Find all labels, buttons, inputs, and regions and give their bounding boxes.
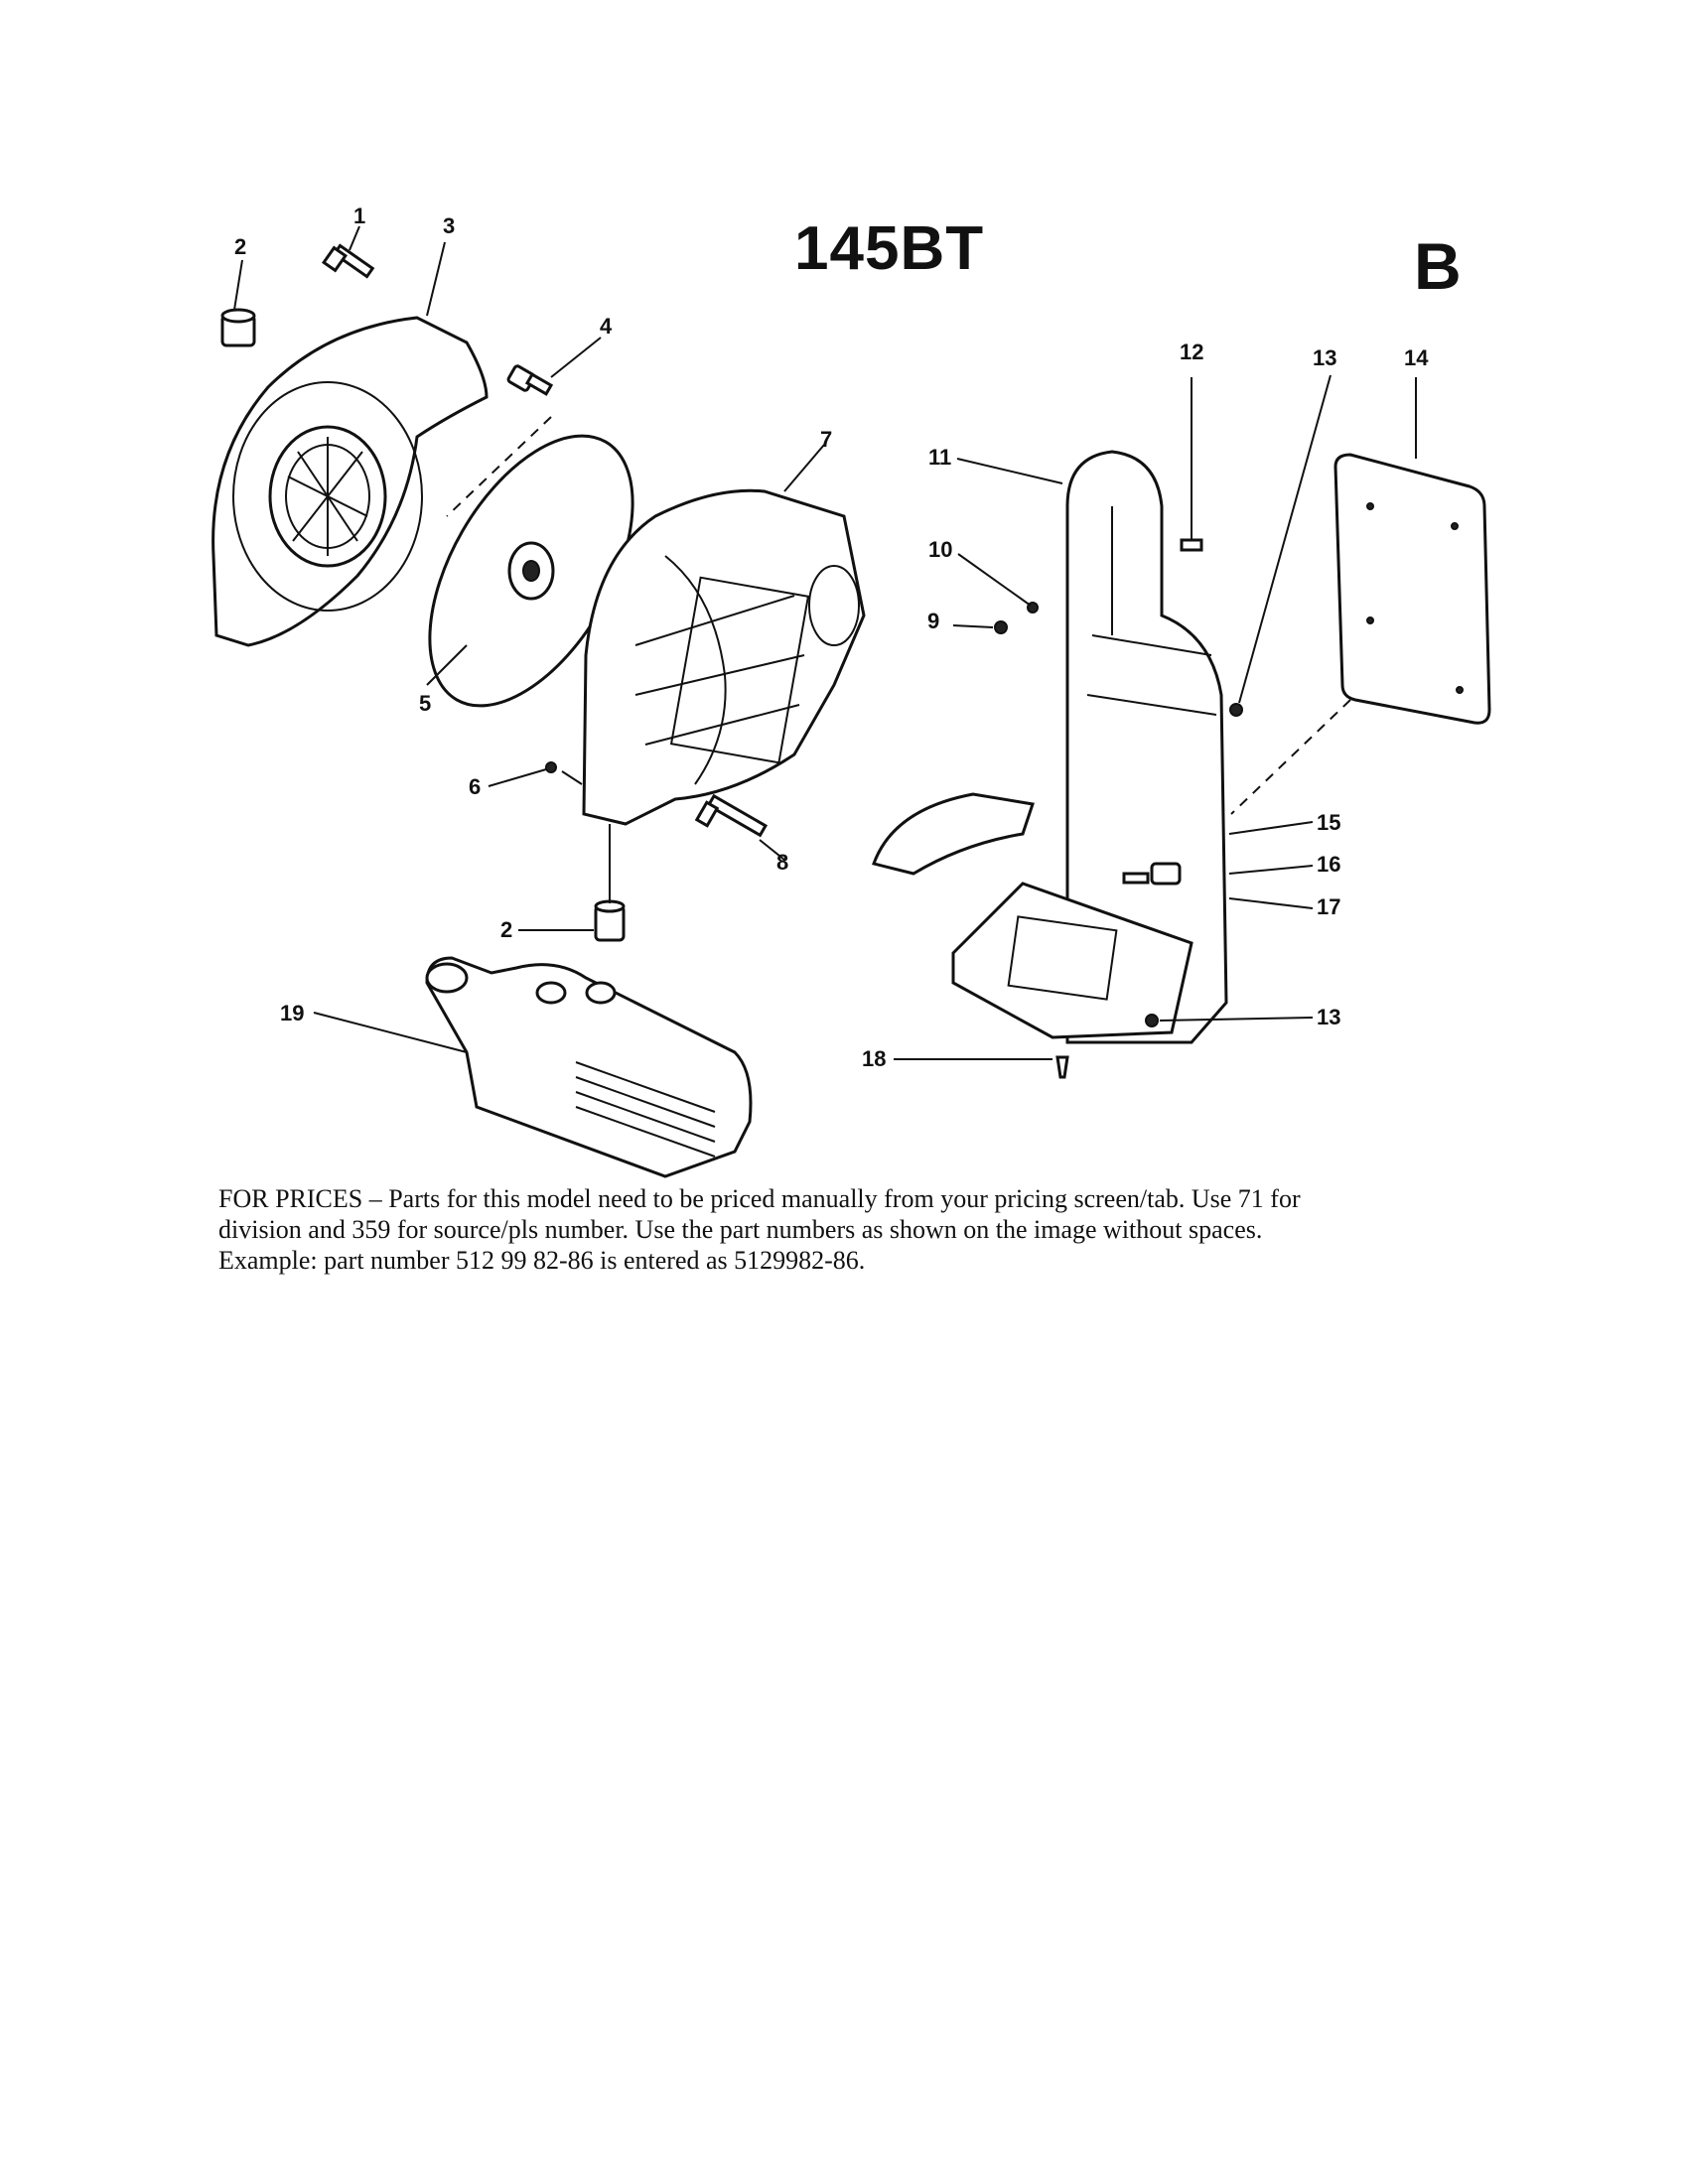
callout-2-lower: 2	[500, 917, 513, 942]
callout-13-bottom: 13	[1317, 1005, 1341, 1029]
callout-10: 10	[928, 537, 953, 562]
callout-3: 3	[443, 213, 456, 238]
callout-2-top: 2	[234, 234, 247, 259]
backpack-frame-part-11	[1065, 450, 1228, 1044]
callout-15: 15	[1317, 810, 1341, 835]
screw-part-17	[1122, 872, 1150, 885]
clamp-part-16	[1150, 862, 1182, 886]
back-pad-part-14	[1333, 453, 1491, 725]
fan-housing-part-3	[211, 316, 489, 647]
callout-4: 4	[600, 314, 613, 339]
callout-8: 8	[776, 850, 789, 875]
fan-housing-front-part-7	[582, 488, 866, 826]
callout-11: 11	[928, 445, 952, 470]
nut-part-9	[994, 620, 1008, 634]
callout-1: 1	[353, 204, 366, 228]
fuel-tank-part-19	[425, 956, 753, 1178]
screw-part-6	[545, 761, 557, 773]
nut-part-13-bottom	[1145, 1014, 1159, 1027]
frame-base-part	[951, 882, 1193, 1039]
bolt-part-18	[1055, 1055, 1069, 1079]
callout-18: 18	[862, 1046, 887, 1071]
callout-13-top: 13	[1313, 345, 1337, 370]
model-title: 145BT	[794, 214, 985, 283]
callout-17: 17	[1317, 894, 1341, 919]
exploded-view-drawing	[211, 225, 1491, 1178]
shoulder-strap-part	[872, 792, 1035, 876]
callout-5: 5	[419, 691, 432, 716]
section-letter: B	[1414, 229, 1462, 303]
leader-lines	[233, 225, 1417, 1060]
nut-part-13-top	[1229, 703, 1243, 717]
screw-part-12	[1180, 538, 1203, 552]
rubber-mount-part-2-lower	[594, 899, 626, 942]
callout-14: 14	[1404, 345, 1429, 370]
callout-6: 6	[469, 774, 482, 799]
callout-16: 16	[1317, 852, 1341, 877]
callout-19: 19	[280, 1001, 305, 1025]
rubber-mount-part-2-top	[220, 308, 256, 347]
bolt-part-1	[322, 243, 375, 279]
callout-9: 9	[927, 609, 940, 633]
callout-12: 12	[1180, 340, 1204, 364]
callout-7: 7	[820, 427, 833, 452]
bolt-part-8	[694, 793, 769, 838]
pricing-note: FOR PRICES – Parts for this model need t…	[218, 1184, 1301, 1275]
parts-diagram: 145BT B 1 2 3 4 5 6 7 8 2 9 10 11 12 13 …	[211, 204, 1491, 1178]
screw-part-4	[506, 364, 554, 396]
